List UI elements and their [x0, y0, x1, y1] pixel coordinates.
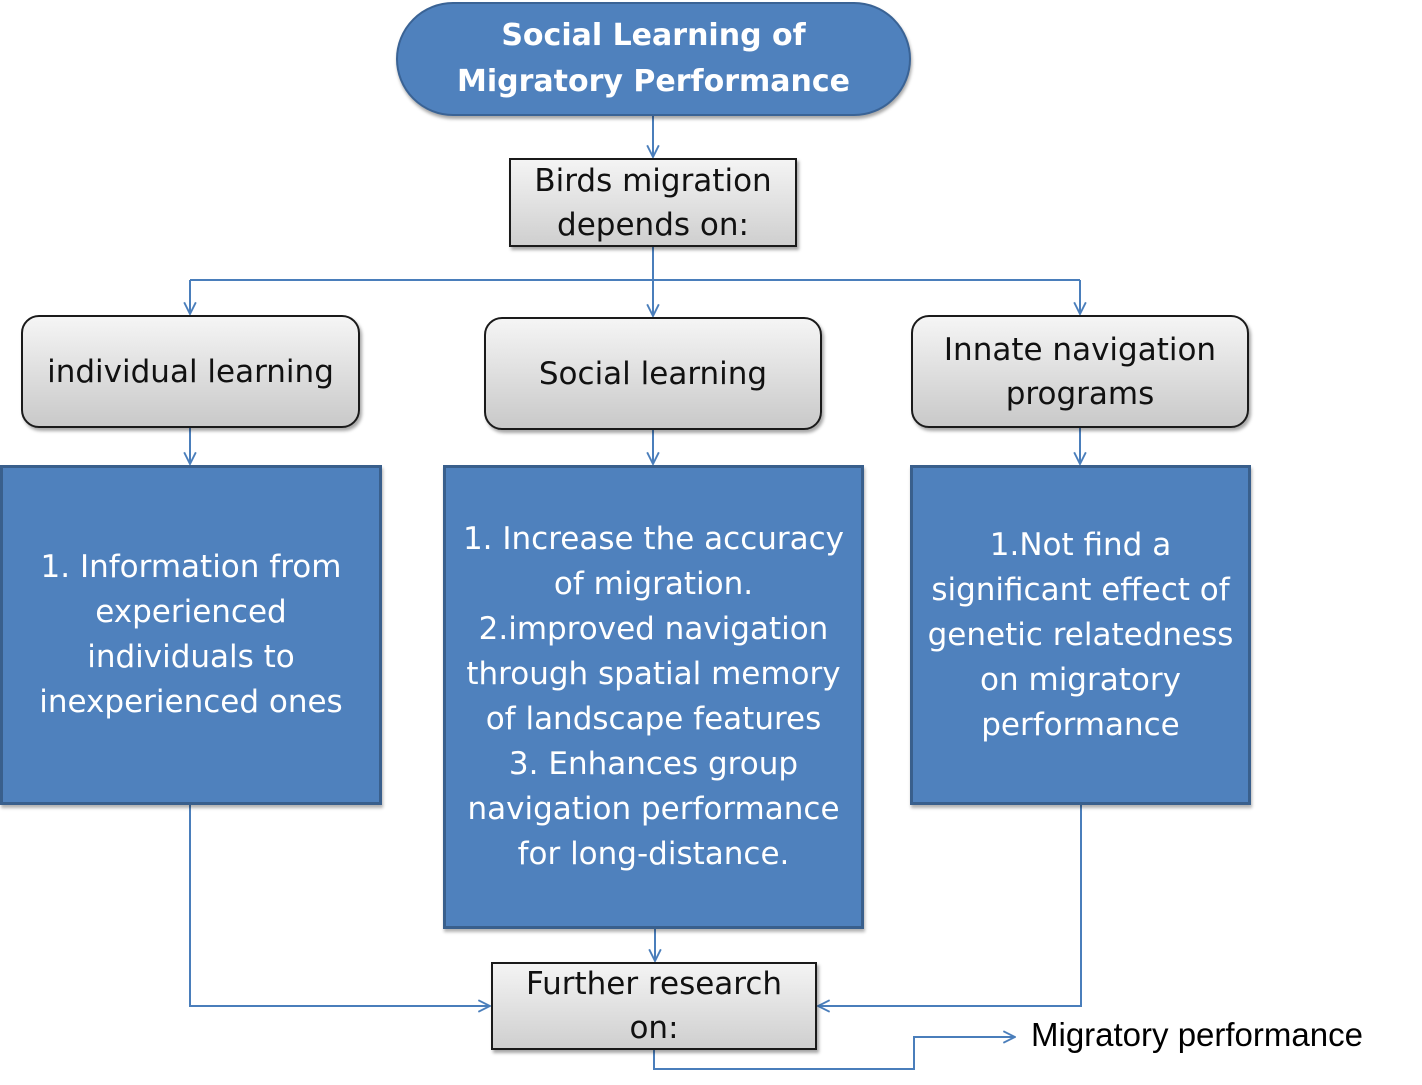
detail-line: inexperienced ones [39, 684, 343, 720]
title-line-2: Migratory Performance [457, 64, 850, 99]
detail-line: significant effect of [931, 571, 1230, 608]
title-node: Social Learning of Migratory Performance [396, 2, 911, 116]
further-research-node: Further research on: [491, 962, 817, 1050]
further-line-1: Further research [525, 966, 783, 1002]
innate-navigation-detail: 1.Not find a significant effect of genet… [910, 465, 1251, 805]
innate-navigation-node: Innate navigation programs [911, 315, 1249, 428]
detail-line: experienced [95, 594, 287, 630]
detail-line: through spatial memory [466, 656, 841, 692]
detail-line: 1. Information from [40, 549, 342, 585]
title-line-1: Social Learning of [501, 18, 806, 53]
detail-line: 2.improved navigation [478, 611, 829, 647]
individual-learning-node: individual learning [21, 315, 360, 428]
detail-line: individuals to [87, 639, 295, 675]
detail-line: for long-distance. [517, 836, 790, 872]
innate-navigation-label-2: programs [1005, 375, 1155, 412]
social-learning-detail: 1. Increase the accuracy of migration. 2… [443, 465, 864, 929]
detail-line: genetic relatedness [927, 616, 1234, 653]
social-learning-label: Social learning [538, 355, 768, 392]
detail-line: navigation performance [467, 791, 840, 827]
depends-on-node: Birds migration depends on: [509, 158, 797, 247]
individual-learning-detail: 1. Information from experienced individu… [0, 465, 382, 805]
detail-line: of landscape features [485, 701, 822, 737]
detail-line: 1.Not find a [989, 526, 1172, 563]
outcome-label: Migratory performance [1031, 1016, 1363, 1053]
individual-learning-label: individual learning [47, 353, 334, 390]
detail-line: on migratory [980, 661, 1181, 698]
depends-line-2: depends on: [557, 206, 749, 243]
further-line-2: on: [629, 1010, 679, 1046]
depends-line-1: Birds migration [534, 162, 772, 199]
innate-navigation-label-1: Innate navigation [943, 331, 1217, 368]
detail-line: 1. Increase the accuracy [462, 521, 845, 557]
social-learning-node: Social learning [484, 317, 822, 430]
detail-line: performance [981, 706, 1180, 743]
detail-line: 3. Enhances group [508, 746, 799, 782]
detail-line: of migration. [553, 566, 754, 602]
